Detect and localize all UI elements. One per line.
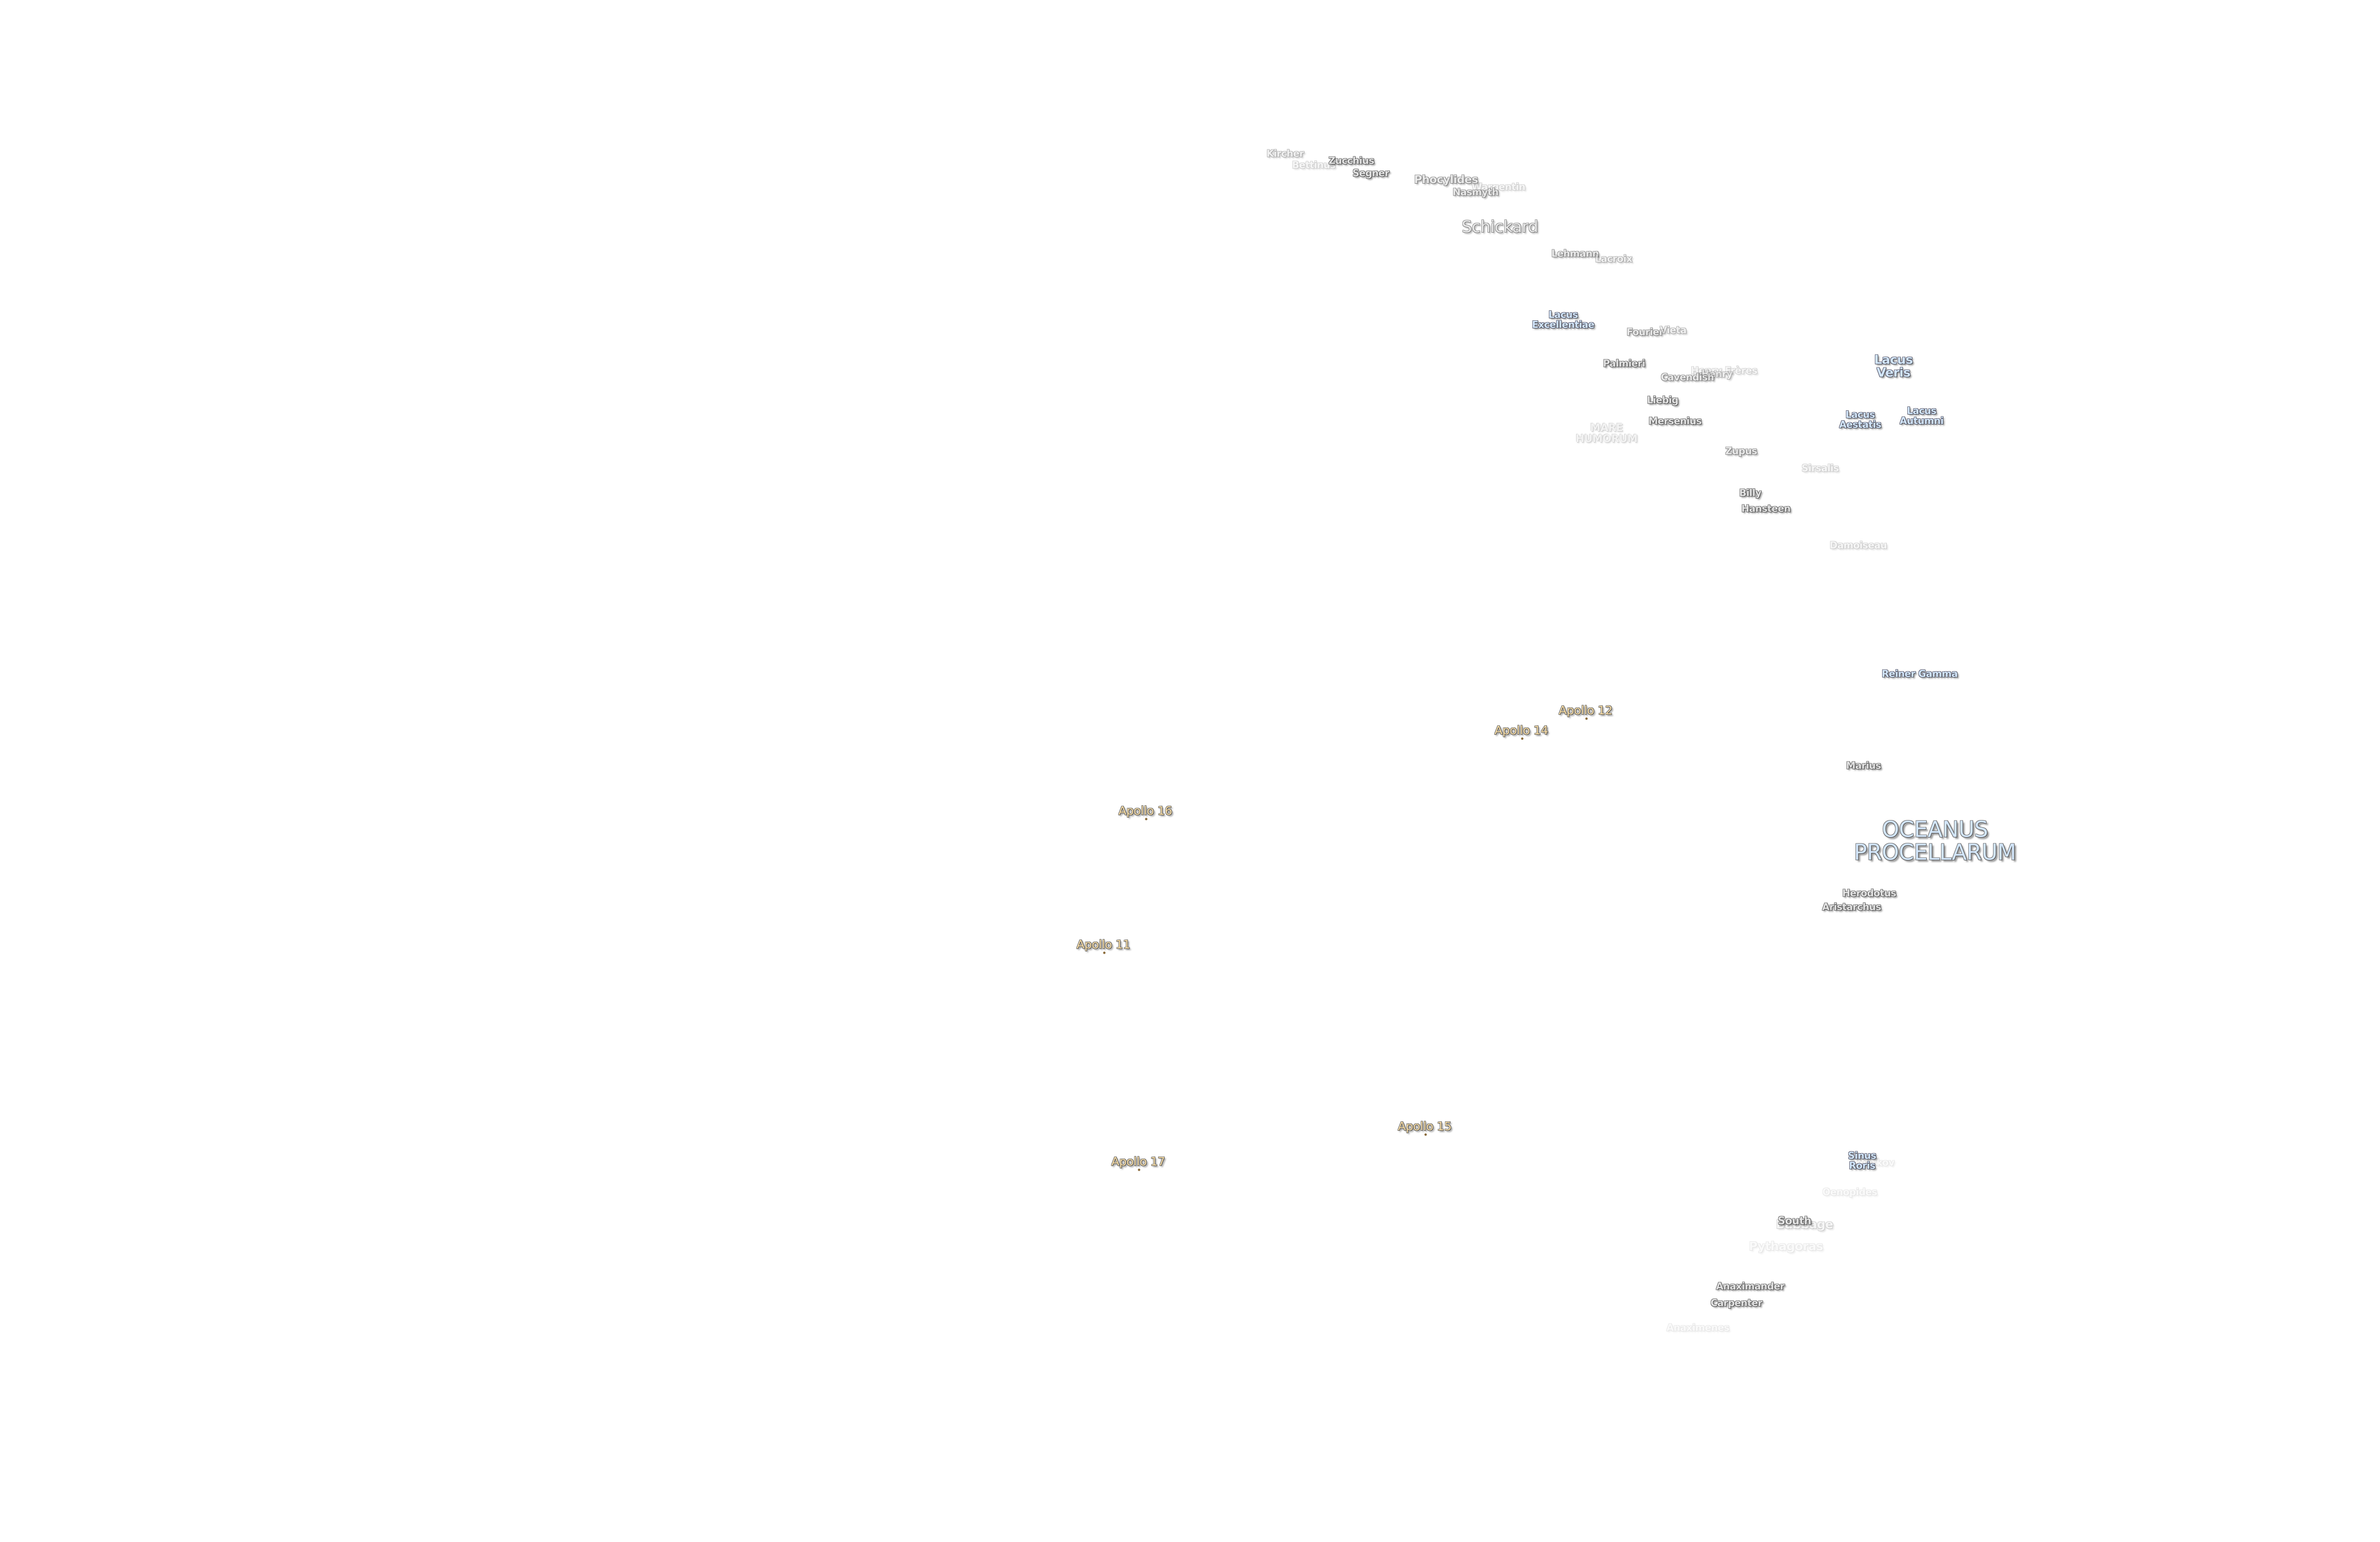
label-anaximander: Anaximander bbox=[1716, 1280, 1785, 1292]
label-zupus: Zupus bbox=[1725, 445, 1757, 457]
apollo-12-label[interactable]: Apollo 12 bbox=[1558, 703, 1613, 717]
apollo-11-marker-icon[interactable] bbox=[1103, 951, 1106, 954]
label-henry-freres: Henry Frères bbox=[1691, 365, 1757, 376]
label-schickard: Schickard bbox=[1461, 217, 1538, 237]
apollo-11-label[interactable]: Apollo 11 bbox=[1076, 937, 1130, 951]
label-reiner-gamma: Reiner Gamma bbox=[1882, 668, 1958, 680]
label-lacus-veris: Lacus Veris bbox=[1874, 353, 1913, 380]
apollo-14-marker-icon[interactable] bbox=[1521, 737, 1524, 740]
label-anaximenes: Anaximenes bbox=[1666, 1322, 1730, 1334]
label-lacroix: Lacroix bbox=[1595, 253, 1632, 265]
label-henry: Henry bbox=[1701, 368, 1733, 380]
apollo-15-label[interactable]: Apollo 15 bbox=[1398, 1119, 1452, 1133]
label-kircher: Kircher bbox=[1266, 148, 1304, 159]
label-mare-humorum: MARE HUMORUM bbox=[1575, 422, 1638, 445]
label-vieta: Vieta bbox=[1659, 324, 1687, 336]
apollo-12-marker-icon[interactable] bbox=[1585, 717, 1588, 720]
apollo-17-label[interactable]: Apollo 17 bbox=[1111, 1154, 1165, 1168]
label-lacus-autumni: Lacus Autumni bbox=[1900, 405, 1944, 426]
label-lacus-excellentiae: Lacus Excellentiae bbox=[1532, 309, 1595, 330]
label-billy: Billy bbox=[1739, 487, 1762, 499]
label-nasmyth: Nasmyth bbox=[1452, 186, 1499, 198]
label-markov: Markov bbox=[1856, 1156, 1894, 1168]
apollo-15-marker-icon[interactable] bbox=[1424, 1133, 1427, 1136]
label-aristarchus: Aristarchus bbox=[1822, 901, 1881, 913]
label-herodotus: Herodotus bbox=[1842, 887, 1896, 899]
label-oenopides: Oenopides bbox=[1822, 1186, 1877, 1198]
apollo-14-label[interactable]: Apollo 14 bbox=[1494, 723, 1548, 737]
label-wargentin: Wargentin bbox=[1471, 181, 1526, 193]
label-lehmann: Lehmann bbox=[1551, 247, 1599, 259]
label-pythagoras: Pythagoras bbox=[1749, 1239, 1823, 1253]
label-fourier: Fourier bbox=[1626, 326, 1664, 338]
label-liebig: Liebig bbox=[1647, 394, 1678, 406]
label-oceanus-procellarum: OCEANUS PROCELLARUM bbox=[1854, 816, 2016, 865]
label-sinus-roris: Sinus Roris bbox=[1848, 1150, 1876, 1171]
label-lacus-aestatis: Lacus Aestatis bbox=[1839, 409, 1882, 430]
label-south: South bbox=[1777, 1215, 1812, 1227]
label-mersenius: Mersenius bbox=[1648, 415, 1702, 427]
label-phocylides: Phocylides bbox=[1414, 173, 1478, 186]
label-zucchius: Zucchius bbox=[1329, 155, 1374, 167]
label-damoiseau: Damoiseau bbox=[1829, 539, 1887, 551]
label-babbage: Babbage bbox=[1776, 1217, 1833, 1231]
label-segner: Segner bbox=[1352, 167, 1389, 179]
apollo-16-label[interactable]: Apollo 16 bbox=[1118, 803, 1172, 818]
label-hansteen: Hansteen bbox=[1741, 503, 1791, 514]
apollo-16-marker-icon[interactable] bbox=[1145, 818, 1148, 820]
label-palmieri: Palmieri bbox=[1603, 357, 1646, 369]
label-marius: Marius bbox=[1846, 760, 1881, 771]
label-sirsalis: Sirsalis bbox=[1801, 462, 1839, 474]
label-cavendish: Cavendish bbox=[1661, 371, 1714, 383]
apollo-17-marker-icon[interactable] bbox=[1138, 1168, 1140, 1171]
label-bettinus: Bettinus bbox=[1292, 159, 1336, 171]
label-carpenter: Carpenter bbox=[1710, 1297, 1763, 1309]
